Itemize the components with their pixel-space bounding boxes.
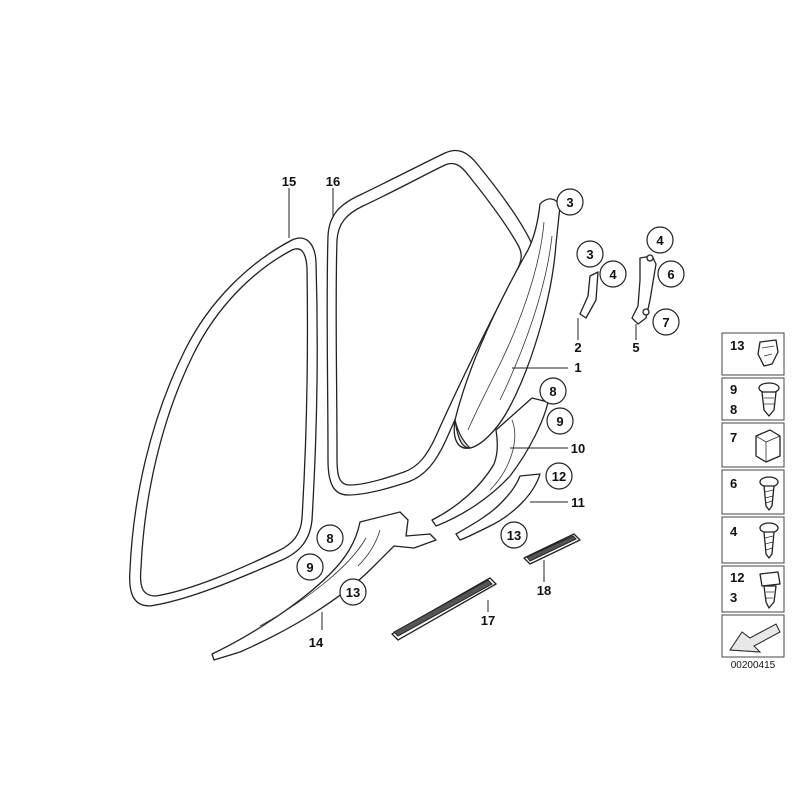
label-11: 11 — [571, 495, 585, 510]
label-1: 1 — [574, 360, 581, 375]
callout-13b: 13 — [339, 578, 367, 606]
callout-4b-label: 4 — [656, 233, 664, 248]
callout-3a: 3 — [556, 188, 584, 216]
callout-4b: 4 — [646, 226, 674, 254]
callout-8a: 8 — [539, 377, 567, 405]
label-18: 18 — [537, 583, 551, 598]
label-15: 15 — [282, 174, 296, 189]
part-11-sill-strip — [455, 473, 541, 541]
callout-3b-label: 3 — [586, 247, 593, 262]
clip-nut-icon — [757, 339, 779, 367]
part-10-lower-trim — [431, 397, 549, 527]
callout-6: 6 — [657, 260, 685, 288]
callout-12: 12 — [545, 462, 573, 490]
callout-3a-label: 3 — [566, 195, 573, 210]
label-17: 17 — [481, 613, 495, 628]
label-14: 14 — [309, 635, 324, 650]
legend-label-7: 7 — [730, 430, 737, 445]
part-17-sill-plate — [391, 577, 497, 641]
push-rivet-icon — [758, 382, 780, 417]
callout-9b: 9 — [296, 553, 324, 581]
callout-13a: 13 — [500, 521, 528, 549]
legend-label-9: 9 — [730, 382, 737, 397]
part-5-bracket — [631, 254, 657, 325]
leader-lines — [288, 188, 637, 630]
callout-4a-label: 4 — [609, 267, 617, 282]
part-18-sill-plate — [523, 533, 581, 565]
direction-arrow-icon — [729, 623, 781, 653]
fastener-legend: 13 9 8 7 6 4 12 3 — [721, 332, 785, 671]
legend-label-6: 6 — [730, 476, 737, 491]
part-16-weatherstrip — [326, 149, 535, 496]
expansion-clip-icon — [759, 571, 781, 609]
reference-number: 00200415 — [731, 660, 776, 671]
callout-6-label: 6 — [667, 267, 674, 282]
callout-3b: 3 — [576, 240, 604, 268]
legend-label-12: 12 — [730, 570, 744, 585]
callout-8a-label: 8 — [549, 384, 556, 399]
label-10: 10 — [571, 441, 585, 456]
hex-screw-icon — [759, 476, 779, 511]
torx-screw-icon — [759, 522, 779, 559]
callout-9b-label: 9 — [306, 560, 313, 575]
callout-8b: 8 — [316, 524, 344, 552]
legend-label-4: 4 — [730, 524, 738, 539]
legend-label-13: 13 — [730, 338, 744, 353]
callout-7: 7 — [652, 308, 680, 336]
part-2-clip — [579, 271, 599, 319]
callout-7-label: 7 — [662, 315, 669, 330]
callout-8b-label: 8 — [326, 531, 333, 546]
callout-9a: 9 — [546, 407, 574, 435]
label-5: 5 — [632, 340, 639, 355]
callout-13a-label: 13 — [507, 528, 521, 543]
part-14-sill-trim — [211, 511, 437, 661]
legend-label-8: 8 — [730, 402, 737, 417]
legend-label-3: 3 — [730, 590, 737, 605]
label-16: 16 — [326, 174, 340, 189]
label-2: 2 — [574, 340, 581, 355]
part-15-weatherstrip — [129, 237, 318, 607]
callout-9a-label: 9 — [556, 414, 563, 429]
callout-13b-label: 13 — [346, 585, 360, 600]
spring-clip-icon — [755, 429, 781, 463]
part-1-pillar-trim — [453, 198, 561, 449]
callout-12-label: 12 — [552, 469, 566, 484]
callout-4a: 4 — [599, 260, 627, 288]
